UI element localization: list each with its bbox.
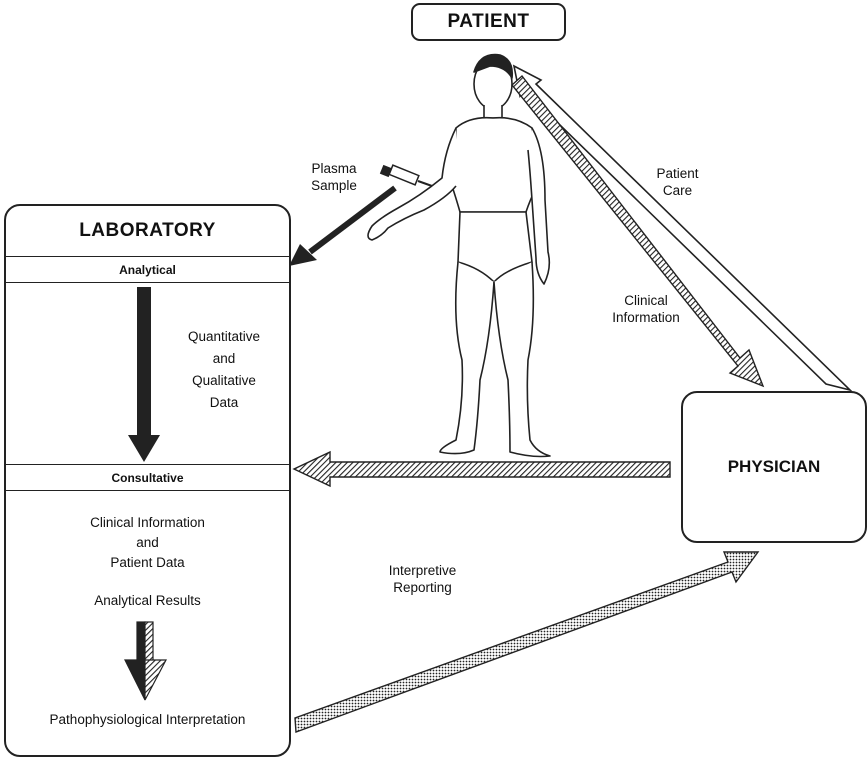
patient-figure xyxy=(368,55,550,457)
patient-care-arrow xyxy=(514,66,850,390)
analytical-data-arrow xyxy=(128,287,160,462)
consultation-arrow xyxy=(294,452,670,486)
interpretive-reporting-arrow xyxy=(295,552,758,732)
syringe-icon xyxy=(381,165,432,186)
clinical-information-arrow xyxy=(512,76,763,386)
interpretation-arrow xyxy=(125,622,166,700)
